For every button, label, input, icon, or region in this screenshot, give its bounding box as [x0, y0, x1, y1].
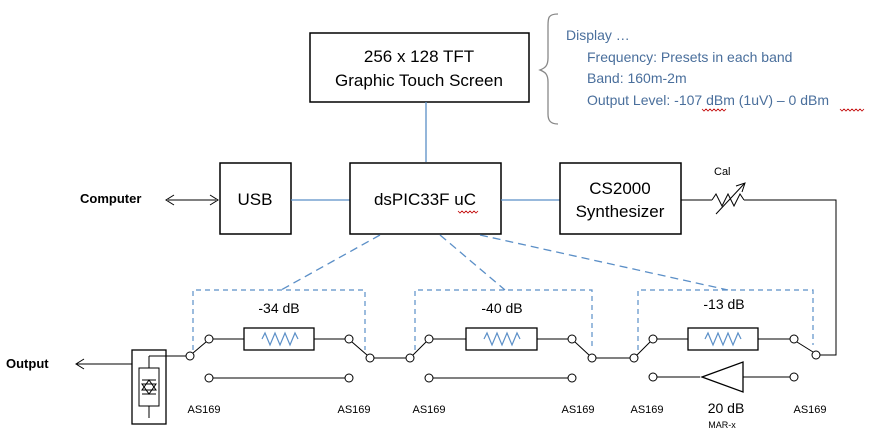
attenuator-1-label: -34 dB	[258, 300, 299, 316]
notes-heading: Display …	[566, 27, 630, 43]
notes-brace	[538, 13, 559, 125]
control-line-1	[280, 234, 381, 291]
display-block	[309, 32, 530, 103]
switch-3b-contact-bottom	[789, 372, 799, 382]
switch-1a-contact-top	[204, 334, 214, 344]
spell-squiggle-uc	[457, 210, 479, 214]
attenuator-1-resistor	[243, 327, 315, 351]
attenuator-3-resistor-icon	[704, 331, 742, 347]
cal-label: Cal	[714, 166, 731, 178]
synth-block	[559, 162, 682, 235]
cal-arrow-head	[735, 182, 746, 193]
switch-3b-contact-top	[789, 334, 799, 344]
display-line1: 256 x 128 TFT	[364, 47, 474, 66]
switch-3a-contact-top	[648, 334, 658, 344]
control-box-2	[414, 289, 593, 350]
computer-label: Computer	[80, 191, 141, 206]
notes-frequency: Frequency: Presets in each band	[587, 49, 792, 65]
amplifier-gain: 20 dB	[708, 400, 745, 416]
spell-squiggle-dbm2	[839, 108, 865, 112]
switch-label-1: AS169	[187, 404, 220, 416]
attenuator-2-resistor-icon	[483, 331, 521, 347]
control-line-2	[439, 234, 506, 291]
switch-1b-contact-bottom	[344, 373, 354, 383]
switch-1b-common	[365, 353, 375, 363]
switch-1a-contact-bottom	[204, 373, 214, 383]
spell-squiggle-dbm1	[701, 108, 727, 112]
limiter-diode-down-icon	[141, 383, 157, 395]
switch-3a-contact-bottom	[648, 372, 658, 382]
switch-label-6: AS169	[793, 404, 826, 416]
switch-2b-contact-top	[567, 334, 577, 344]
mcu-label: dsPIC33F uC	[374, 190, 476, 209]
switch-label-4: AS169	[561, 404, 594, 416]
notes-band: Band: 160m-2m	[587, 70, 687, 86]
switch-2b-contact-bottom	[567, 373, 577, 383]
switch-2a-blade	[412, 341, 427, 356]
arrowhead-right	[209, 194, 219, 206]
usb-label: USB	[238, 190, 273, 209]
display-line2: Graphic Touch Screen	[335, 71, 503, 90]
switch-label-2: AS169	[337, 404, 370, 416]
attenuator-2-resistor	[465, 327, 538, 351]
synth-line1: CS2000	[589, 179, 650, 198]
control-box-3	[637, 289, 814, 350]
control-line-3	[479, 234, 729, 291]
attenuator-3-resistor	[687, 327, 759, 351]
switch-1b-contact-top	[344, 334, 354, 344]
switch-2a-contact-bottom	[424, 373, 434, 383]
switch-1a-blade	[192, 341, 207, 354]
switch-3b-common	[811, 350, 821, 360]
output-arrowhead	[75, 358, 85, 370]
switch-1b-blade	[351, 341, 368, 356]
attenuator-2-label: -40 dB	[481, 300, 522, 316]
notes-output-level: Output Level: -107 dBm (1uV) – 0 dBm	[587, 92, 829, 108]
limiter-diode-up-icon	[141, 379, 157, 391]
switch-3b-blade	[796, 341, 814, 353]
cal-resistor-icon	[711, 192, 745, 208]
arrowhead-left	[165, 194, 175, 206]
switch-3a-common	[629, 353, 639, 363]
switch-2b-blade	[574, 341, 590, 356]
switch-3a-blade	[636, 341, 651, 356]
synth-line2: Synthesizer	[576, 202, 665, 221]
cal-arrow-shaft	[715, 183, 745, 215]
usb-block	[219, 162, 292, 235]
attenuator-3-label: -13 dB	[703, 296, 744, 312]
control-box-1	[192, 289, 366, 350]
switch-1a-common	[185, 351, 195, 361]
mcu-block	[349, 162, 502, 235]
output-label: Output	[6, 356, 49, 371]
switch-label-3: AS169	[412, 404, 445, 416]
amplifier-part: MAR-x	[708, 420, 736, 430]
switch-2b-common	[587, 353, 597, 363]
switch-2a-contact-top	[424, 334, 434, 344]
switch-label-5: AS169	[630, 404, 663, 416]
switch-2a-common	[405, 353, 415, 363]
cal-output-wire	[744, 199, 837, 356]
amplifier-triangle	[700, 361, 744, 393]
attenuator-1-resistor-icon	[261, 331, 299, 347]
